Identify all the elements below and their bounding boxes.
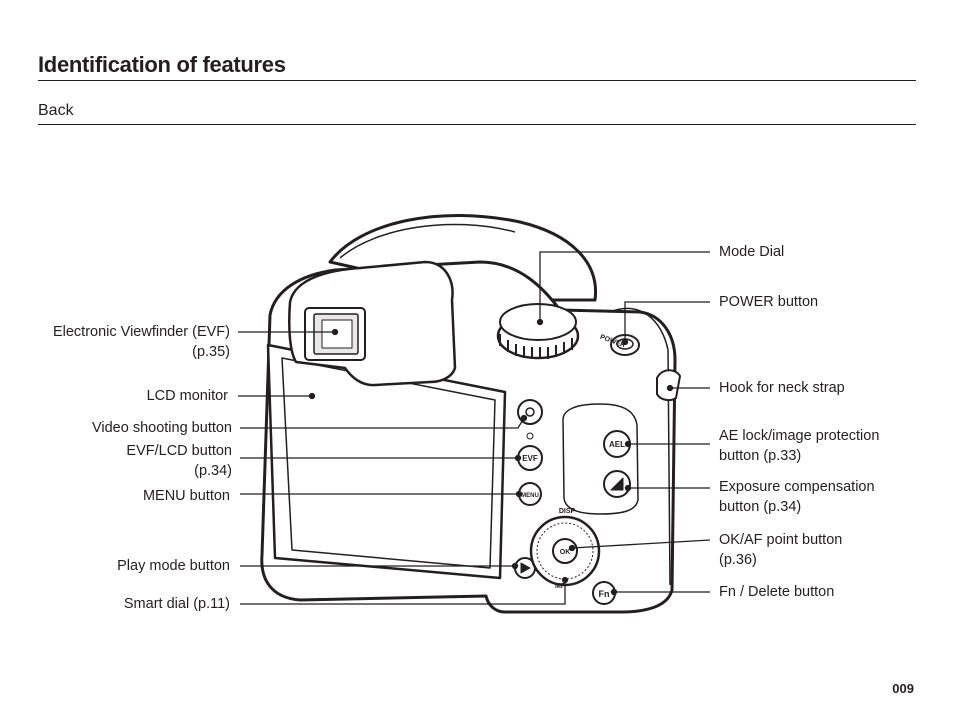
- mf-marking: MF: [555, 583, 566, 590]
- callout-strap-hook: Hook for neck strap: [719, 380, 845, 396]
- callout-power-button: POWER button: [719, 294, 819, 310]
- callout-exposure-button: Exposure compensation button (p.34): [719, 479, 875, 515]
- evf-marking: EVF: [522, 454, 538, 463]
- fn-marking: Fn: [599, 589, 610, 599]
- callout-video-button: Video shooting button: [91, 420, 232, 436]
- page-number: 009: [892, 681, 914, 696]
- page-title: Identification of features: [38, 52, 286, 77]
- callout-lcd-monitor: LCD monitor: [146, 388, 228, 404]
- callout-mode-dial: Mode Dial: [719, 244, 785, 260]
- callout-play-button: Play mode button: [117, 558, 230, 574]
- section-rule: [38, 124, 916, 125]
- callout-evf: Electronic Viewfinder (EVF) (p.35): [52, 324, 230, 360]
- ael-marking: AEL: [609, 440, 625, 449]
- callout-menu-button: MENU button: [142, 488, 230, 504]
- callout-evf-lcd-button: EVF/LCD button (p.34): [126, 443, 232, 479]
- callout-ok-button: OK/AF point button (p.36): [719, 532, 843, 568]
- title-rule: [38, 80, 916, 81]
- section-heading: Back: [38, 102, 74, 119]
- callout-smart-dial: Smart dial (p.11): [123, 596, 230, 612]
- menu-marking: MENU: [521, 493, 539, 499]
- callout-ael-button: AE lock/image protection button (p.33): [719, 428, 880, 464]
- disp-marking: DISP: [559, 508, 576, 515]
- callout-fn-delete-button: Fn / Delete button: [719, 584, 835, 600]
- ok-marking: OK: [560, 549, 571, 556]
